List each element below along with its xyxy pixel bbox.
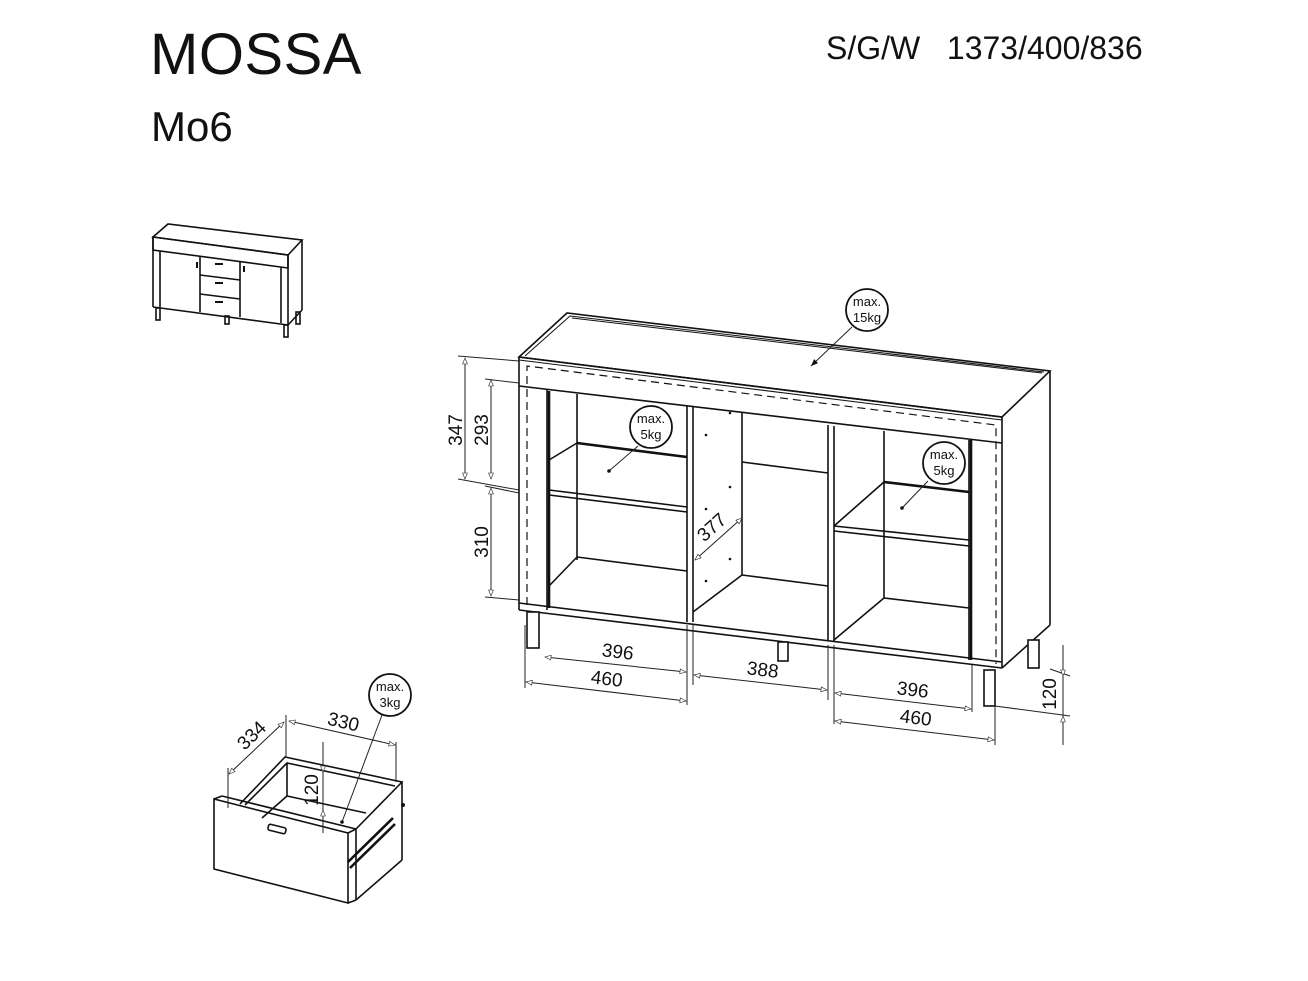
dim-upper-compartment-height: 293 xyxy=(472,414,493,446)
dim-middle-width: 388 xyxy=(746,658,780,683)
svg-text:max.: max. xyxy=(930,447,958,462)
dimension-values: 1373/400/836 xyxy=(946,30,1143,66)
load-callout-drawer: max. 3kg xyxy=(340,673,412,824)
svg-text:3kg: 3kg xyxy=(380,695,401,710)
svg-text:max.: max. xyxy=(376,679,404,694)
drawer-detail xyxy=(213,756,405,905)
dimension-label: S/G/W xyxy=(826,30,921,66)
drawer-dimension-lines xyxy=(227,715,397,833)
dim-right-outer-width: 460 xyxy=(899,706,933,731)
svg-text:5kg: 5kg xyxy=(641,427,662,442)
dim-drawer-width: 330 xyxy=(325,709,361,737)
svg-text:5kg: 5kg xyxy=(934,463,955,478)
thumbnail-sideboard xyxy=(151,223,304,338)
overall-dimensions: S/G/W 1373/400/836 xyxy=(826,32,1143,64)
cabinet-dimension-lines xyxy=(457,355,1071,745)
dim-drawer-depth: 334 xyxy=(233,717,271,754)
svg-text:15kg: 15kg xyxy=(853,310,881,325)
dim-right-inner-width: 396 xyxy=(896,678,930,703)
load-callout-right-shelf: max. 5kg xyxy=(900,441,966,510)
load-callout-left-shelf: max. 5kg xyxy=(607,405,673,473)
dim-leg-height: 120 xyxy=(1040,678,1061,710)
dim-inner-depth: 377 xyxy=(694,510,732,547)
dim-drawer-height: 120 xyxy=(302,774,323,806)
load-callout-top: max. 15kg xyxy=(810,288,889,367)
dim-left-inner-width: 396 xyxy=(601,640,635,665)
main-cabinet xyxy=(517,312,1052,707)
product-name: MOSSA xyxy=(150,22,362,87)
dim-lower-compartment-height: 310 xyxy=(472,526,493,558)
dim-left-outer-width: 460 xyxy=(590,667,624,692)
svg-text:max.: max. xyxy=(637,411,665,426)
svg-text:max.: max. xyxy=(853,294,881,309)
model-code: Mo6 xyxy=(151,103,233,150)
dim-total-upper-height: 347 xyxy=(446,414,467,446)
